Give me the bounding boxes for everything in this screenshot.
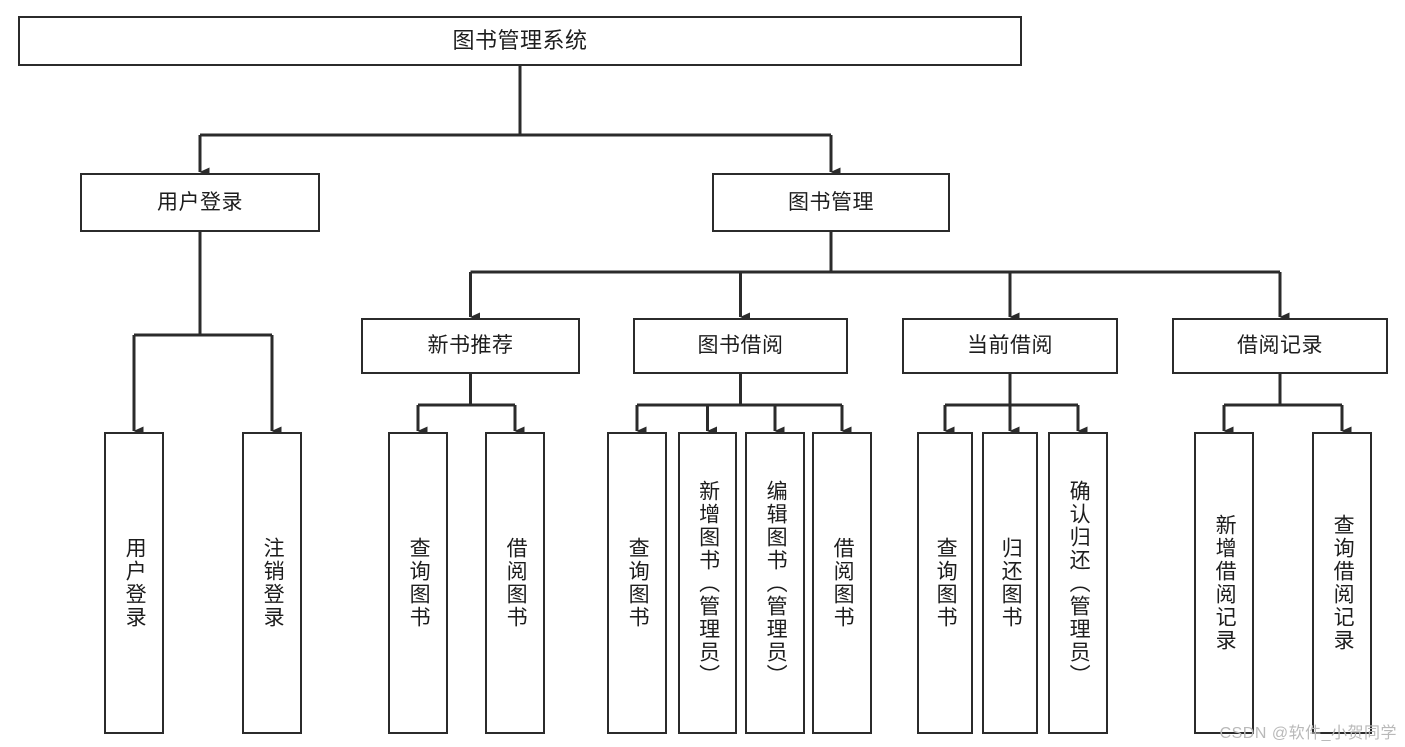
node-label: 当前借阅 bbox=[967, 334, 1053, 358]
node-label: 用户登录 bbox=[123, 537, 147, 629]
node-root: 图书管理系统 bbox=[18, 16, 1022, 66]
node-leaf-1: 用户登录 bbox=[104, 432, 164, 734]
node-label: 编辑图书（管理员） bbox=[764, 479, 788, 687]
node-bookmgmt: 图书管理 bbox=[712, 173, 950, 232]
node-leaf-13: 查询借阅记录 bbox=[1312, 432, 1372, 734]
node-leaf-3: 查询图书 bbox=[388, 432, 448, 734]
node-label: 图书管理系统 bbox=[452, 27, 588, 53]
node-leaf-9: 查询图书 bbox=[917, 432, 973, 734]
node-label: 借阅图书 bbox=[504, 537, 528, 629]
node-leaf-10: 归还图书 bbox=[982, 432, 1038, 734]
node-newbook: 新书推荐 bbox=[361, 318, 580, 374]
node-leaf-8: 借阅图书 bbox=[812, 432, 872, 734]
node-label: 查询图书 bbox=[626, 537, 650, 629]
node-label: 归还图书 bbox=[999, 537, 1023, 629]
node-leaf-2: 注销登录 bbox=[242, 432, 302, 734]
node-label: 查询图书 bbox=[407, 537, 431, 629]
node-leaf-6: 新增图书（管理员） bbox=[678, 432, 737, 734]
node-leaf-11: 确认归还（管理员） bbox=[1048, 432, 1108, 734]
node-label: 新增图书（管理员） bbox=[696, 479, 720, 687]
node-label: 新书推荐 bbox=[427, 334, 514, 358]
node-current: 当前借阅 bbox=[902, 318, 1118, 374]
node-label: 注销登录 bbox=[261, 537, 285, 629]
node-label: 查询借阅记录 bbox=[1331, 514, 1355, 652]
node-leaf-7: 编辑图书（管理员） bbox=[745, 432, 805, 734]
watermark: CSDN @软件_小贺同学 bbox=[1219, 725, 1397, 742]
node-login: 用户登录 bbox=[80, 173, 320, 232]
node-records: 借阅记录 bbox=[1172, 318, 1388, 374]
node-label: 用户登录 bbox=[157, 190, 243, 214]
node-leaf-12: 新增借阅记录 bbox=[1194, 432, 1254, 734]
node-borrow: 图书借阅 bbox=[633, 318, 848, 374]
node-label: 确认归还（管理员） bbox=[1067, 479, 1091, 687]
node-leaf-4: 借阅图书 bbox=[485, 432, 545, 734]
node-label: 借阅图书 bbox=[831, 537, 855, 629]
connector-lines bbox=[132, 66, 1352, 436]
node-label: 借阅记录 bbox=[1237, 334, 1323, 358]
node-label: 图书管理 bbox=[788, 190, 874, 214]
node-leaf-5: 查询图书 bbox=[607, 432, 667, 734]
node-label: 新增借阅记录 bbox=[1213, 514, 1237, 652]
node-label: 查询图书 bbox=[934, 537, 958, 629]
node-label: 图书借阅 bbox=[697, 334, 784, 358]
